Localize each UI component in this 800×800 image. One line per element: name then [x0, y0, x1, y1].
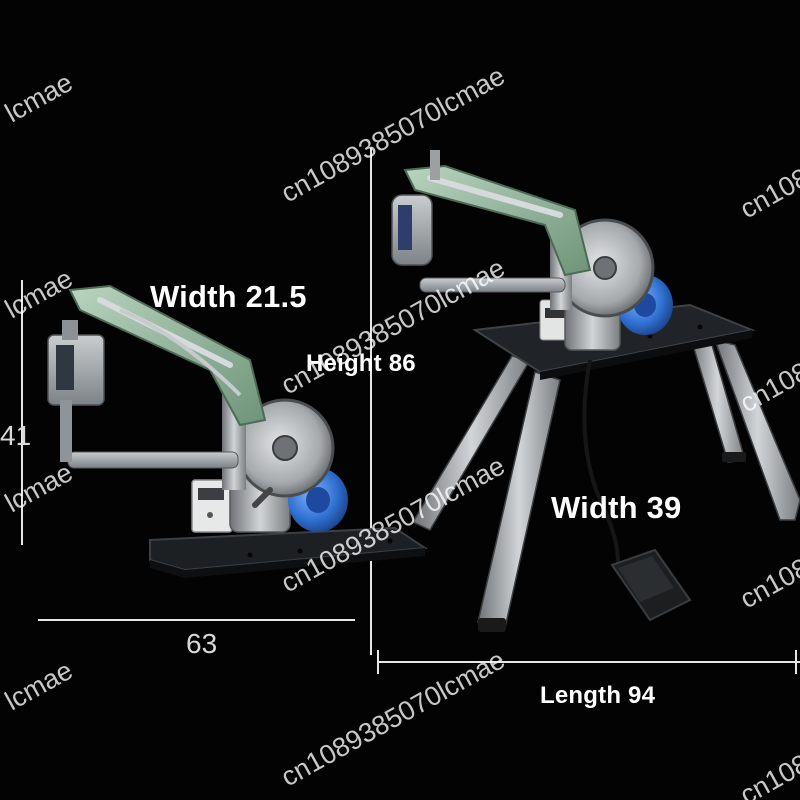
left-length-label: 63	[186, 628, 218, 659]
left-height-label: 41	[0, 420, 32, 451]
pedal-cord	[582, 359, 621, 571]
stand-leg-front-right	[713, 338, 800, 521]
left-width-label: Width 21.5	[150, 279, 307, 314]
right-height-label: Height 86	[306, 350, 416, 377]
right-length-label: Length 94	[540, 682, 656, 709]
cylinder-arm	[67, 451, 239, 469]
right-width-label: Width 39	[551, 490, 682, 525]
dimension-lines	[21, 148, 800, 674]
stand-machine	[391, 150, 800, 632]
machine-arm	[68, 284, 267, 427]
benchtop-machine	[47, 284, 428, 578]
